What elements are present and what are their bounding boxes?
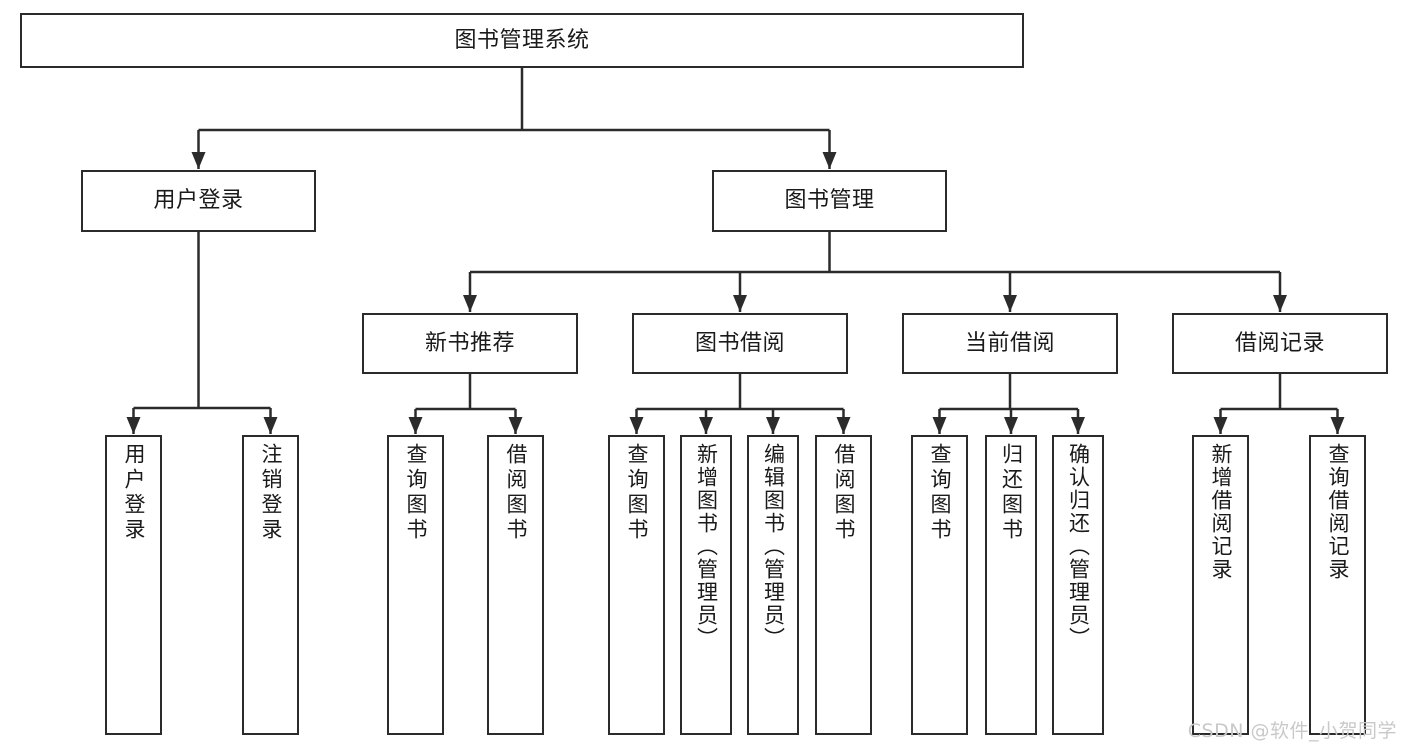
node-leaf-query-book-borrow-label: 查询图书 — [625, 443, 649, 543]
node-book-manage[interactable]: 图书管理 — [712, 170, 947, 232]
node-leaf-user-logout[interactable]: 注销登录 — [242, 435, 299, 735]
node-leaf-edit-book[interactable]: 编辑图书（管理员） — [747, 435, 799, 735]
node-leaf-add-book-label: 新增图书（管理员） — [694, 443, 719, 650]
node-leaf-confirm-return-label: 确认归还（管理员） — [1066, 443, 1091, 650]
node-current-borrow[interactable]: 当前借阅 — [902, 313, 1118, 374]
node-book-manage-label: 图书管理 — [784, 188, 875, 214]
node-user-login-label: 用户登录 — [153, 188, 244, 214]
node-leaf-add-borrow-record[interactable]: 新增借阅记录 — [1192, 435, 1249, 735]
node-leaf-query-book-current-label: 查询图书 — [928, 443, 952, 543]
node-leaf-borrow-book-recommend[interactable]: 借阅图书 — [487, 435, 544, 735]
node-leaf-return-book[interactable]: 归还图书 — [985, 435, 1037, 735]
node-book-borrow-label: 图书借阅 — [694, 330, 785, 356]
node-leaf-borrow-book-label: 借阅图书 — [832, 443, 856, 543]
node-leaf-add-book[interactable]: 新增图书（管理员） — [680, 435, 732, 735]
node-book-borrow[interactable]: 图书借阅 — [632, 313, 848, 374]
node-leaf-confirm-return[interactable]: 确认归还（管理员） — [1052, 435, 1104, 735]
node-leaf-user-login[interactable]: 用户登录 — [105, 435, 162, 735]
node-leaf-query-book-current[interactable]: 查询图书 — [911, 435, 968, 735]
node-leaf-borrow-book[interactable]: 借阅图书 — [815, 435, 872, 735]
node-user-login[interactable]: 用户登录 — [81, 170, 316, 232]
node-leaf-user-login-label: 用户登录 — [122, 443, 146, 543]
node-leaf-query-book-borrow[interactable]: 查询图书 — [608, 435, 665, 735]
node-leaf-add-borrow-record-label: 新增借阅记录 — [1209, 443, 1233, 581]
node-leaf-borrow-book-recommend-label: 借阅图书 — [504, 443, 528, 543]
node-leaf-query-borrow-record-label: 查询借阅记录 — [1326, 443, 1350, 581]
node-borrow-record[interactable]: 借阅记录 — [1172, 313, 1388, 374]
node-leaf-query-borrow-record[interactable]: 查询借阅记录 — [1309, 435, 1366, 735]
node-new-book-recommend[interactable]: 新书推荐 — [362, 313, 578, 374]
node-root[interactable]: 图书管理系统 — [20, 13, 1024, 68]
node-root-label: 图书管理系统 — [454, 27, 590, 53]
node-leaf-edit-book-label: 编辑图书（管理员） — [761, 443, 786, 650]
node-leaf-user-logout-label: 注销登录 — [259, 443, 283, 543]
watermark: CSDN @软件_小贺同学 — [1187, 720, 1397, 742]
node-current-borrow-label: 当前借阅 — [964, 330, 1055, 356]
node-new-book-recommend-label: 新书推荐 — [424, 330, 515, 356]
node-leaf-query-book-recommend[interactable]: 查询图书 — [387, 435, 444, 735]
node-borrow-record-label: 借阅记录 — [1234, 330, 1325, 356]
node-leaf-query-book-recommend-label: 查询图书 — [404, 443, 428, 543]
node-leaf-return-book-label: 归还图书 — [999, 443, 1024, 543]
